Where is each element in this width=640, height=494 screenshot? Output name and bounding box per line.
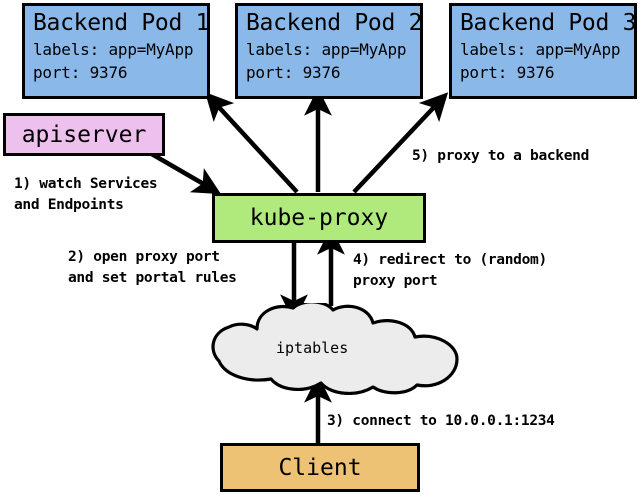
pod-1-port: port: 9376 [33,63,128,82]
pod-3-labels: labels: app=MyApp [460,40,621,59]
step-4-label-line1: 4) redirect to (random) [353,252,547,268]
cloud-shape [211,300,459,395]
pod-2-title: Backend Pod 2 [246,10,423,36]
pod-1-title: Backend Pod 1 [33,10,210,36]
pod-3-port: port: 9376 [460,63,555,82]
step-2-label-line1: 2) open proxy port [68,249,220,265]
arrow-kubeproxy-to-pod3 [352,92,449,194]
apiserver-label: apiserver [21,121,147,148]
pod-1-labels: labels: app=MyApp [33,40,194,59]
arrow-kubeproxy-to-pod1 [205,92,299,194]
client-label: Client [278,454,362,481]
iptables-label: iptables [276,339,349,357]
kube-proxy-label: kube-proxy [249,205,389,231]
arrow-apiserver-to-kubeproxy [148,151,222,195]
client-node[interactable]: Client [220,443,420,492]
apiserver-node[interactable]: apiserver [3,113,165,156]
step-2-label-line2: and set portal rules [68,270,237,286]
backend-pod-1[interactable]: Backend Pod 1 labels: app=MyApp port: 93… [22,3,210,99]
pod-3-title: Backend Pod 3 [460,10,637,36]
step-1-label-line1: 1) watch Services [14,176,158,192]
pod-2-labels: labels: app=MyApp [246,40,407,59]
backend-pod-3[interactable]: Backend Pod 3 labels: app=MyApp port: 93… [449,3,637,99]
step-4-label-line2: proxy port [353,273,438,289]
kube-proxy-node[interactable]: kube-proxy [212,193,426,243]
step-3-label: 3) connect to 10.0.0.1:1234 [327,413,555,429]
backend-pod-2[interactable]: Backend Pod 2 labels: app=MyApp port: 93… [235,3,423,99]
iptables-cloud [185,300,470,395]
pod-2-port: port: 9376 [246,63,341,82]
step-5-label: 5) proxy to a backend [412,148,590,164]
step-1-label-line2: and Endpoints [14,197,124,213]
